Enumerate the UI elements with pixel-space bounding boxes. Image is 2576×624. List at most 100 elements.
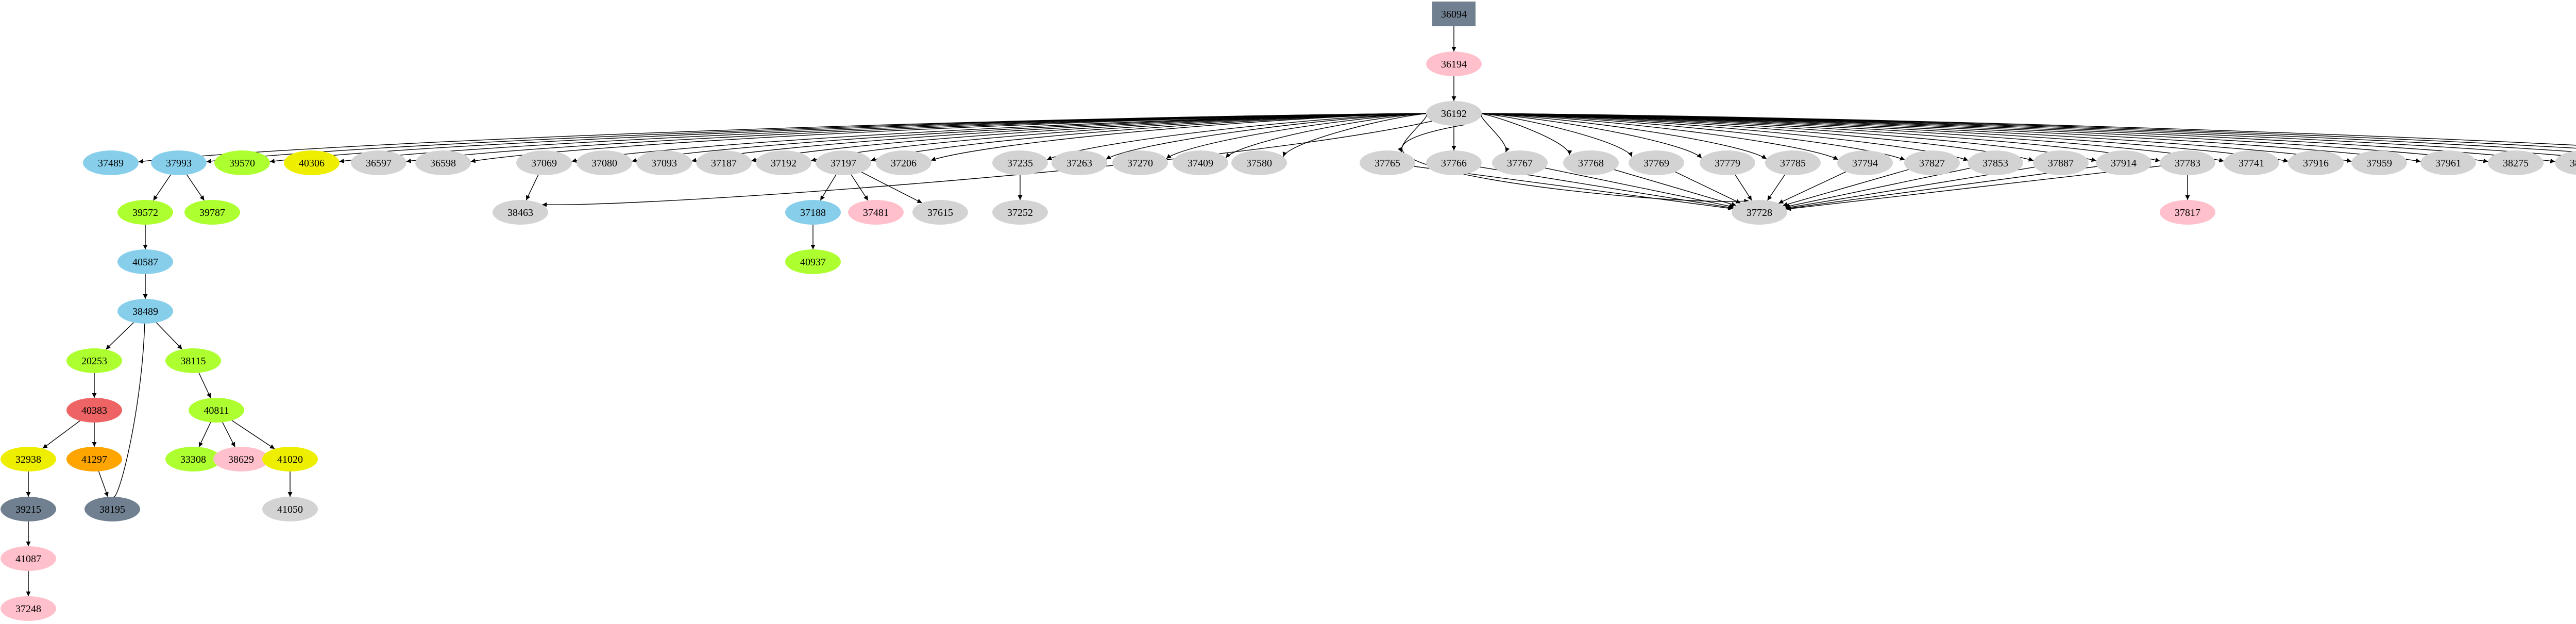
graph-node-37794[interactable]: 37794: [1837, 150, 1893, 175]
graph-node-37916[interactable]: 37916: [2288, 150, 2344, 175]
edge-37768-37728: [1614, 169, 1737, 207]
node-ellipse-shape: [2555, 150, 2576, 175]
graph-node-37580[interactable]: 37580: [1231, 150, 1287, 175]
node-ellipse-shape: [2351, 150, 2407, 175]
edge-36192-37206: [930, 113, 1427, 161]
graph-node-39215[interactable]: 39215: [1, 497, 56, 521]
graph-node-41050[interactable]: 41050: [262, 497, 318, 521]
edge-36192-37768: [1481, 113, 1572, 155]
node-label: 37197: [831, 158, 856, 169]
graph-node-37270[interactable]: 37270: [1112, 150, 1168, 175]
node-ellipse-shape: [117, 200, 173, 225]
graph-node-36094[interactable]: 36094: [1432, 2, 1476, 26]
graph-node-38195[interactable]: 38195: [84, 497, 140, 521]
graph-node-38489[interactable]: 38489: [117, 299, 173, 324]
graph-node-37817[interactable]: 37817: [2160, 200, 2215, 225]
graph-node-37779[interactable]: 37779: [1700, 150, 1755, 175]
graph-node-40937[interactable]: 40937: [785, 249, 841, 274]
graph-node-38629[interactable]: 38629: [213, 447, 269, 471]
graph-node-37993[interactable]: 37993: [151, 150, 207, 175]
graph-node-38463[interactable]: 38463: [493, 200, 548, 225]
graph-node-40306[interactable]: 40306: [284, 150, 340, 175]
graph-node-36192[interactable]: 36192: [1426, 101, 1482, 126]
graph-node-37080[interactable]: 37080: [577, 150, 632, 175]
graph-node-37192[interactable]: 37192: [756, 150, 811, 175]
graph-node-37093[interactable]: 37093: [636, 150, 692, 175]
graph-node-37785[interactable]: 37785: [1765, 150, 1821, 175]
graph-node-37263[interactable]: 37263: [1052, 150, 1107, 175]
graph-node-37767[interactable]: 37767: [1492, 150, 1548, 175]
graph-node-41087[interactable]: 41087: [1, 546, 56, 571]
graph-node-36597[interactable]: 36597: [351, 150, 406, 175]
edge-37069-38463: [526, 175, 539, 200]
node-ellipse-shape: [117, 249, 173, 274]
graph-node-37853[interactable]: 37853: [1968, 150, 2023, 175]
graph-node-37765[interactable]: 37765: [1360, 150, 1415, 175]
graph-node-37728[interactable]: 37728: [1732, 200, 1787, 225]
node-ellipse-shape: [214, 150, 270, 175]
node-label: 38195: [99, 504, 125, 515]
graph-node-37206[interactable]: 37206: [876, 150, 931, 175]
node-ellipse-shape: [1112, 150, 1168, 175]
graph-node-37914[interactable]: 37914: [2096, 150, 2151, 175]
node-label: 37767: [1507, 158, 1533, 169]
graph-node-37235[interactable]: 37235: [992, 150, 1048, 175]
graph-node-37481[interactable]: 37481: [848, 200, 904, 225]
graph-node-20253[interactable]: 20253: [66, 348, 122, 373]
node-box-shape: [1432, 2, 1476, 26]
graph-node-37187[interactable]: 37187: [696, 150, 752, 175]
graph-node-37615[interactable]: 37615: [912, 200, 968, 225]
edge-38489-38115: [156, 322, 183, 350]
graph-node-32938[interactable]: 32938: [1, 447, 56, 471]
graph-node-41020[interactable]: 41020: [262, 447, 318, 471]
graph-node-41297[interactable]: 41297: [66, 447, 122, 471]
graph-node-37766[interactable]: 37766: [1426, 150, 1482, 175]
graph-node-38115[interactable]: 38115: [165, 348, 221, 373]
edge-37993-39787: [186, 174, 205, 201]
graph-node-40811[interactable]: 40811: [189, 398, 244, 423]
graph-node-40587[interactable]: 40587: [117, 249, 173, 274]
node-label: 38629: [228, 454, 254, 465]
graph-node-37248[interactable]: 37248: [1, 596, 56, 621]
node-ellipse-shape: [83, 150, 139, 175]
edge-37785-37728: [1767, 174, 1786, 201]
graph-node-37827[interactable]: 37827: [1904, 150, 1960, 175]
graph-node-37783[interactable]: 37783: [2160, 150, 2215, 175]
graph-node-37887[interactable]: 37887: [2033, 150, 2089, 175]
graph-node-37768[interactable]: 37768: [1563, 150, 1619, 175]
graph-node-38275[interactable]: 38275: [2488, 150, 2544, 175]
graph-node-38309[interactable]: 38309: [2555, 150, 2576, 175]
node-ellipse-shape: [1173, 150, 1228, 175]
graph-node-33308[interactable]: 33308: [165, 447, 221, 471]
graph-node-37959[interactable]: 37959: [2351, 150, 2407, 175]
graph-node-37741[interactable]: 37741: [2224, 150, 2279, 175]
graph-node-37197[interactable]: 37197: [816, 150, 871, 175]
graph-node-37409[interactable]: 37409: [1173, 150, 1228, 175]
node-ellipse-shape: [756, 150, 811, 175]
graph-node-39572[interactable]: 39572: [117, 200, 173, 225]
graph-node-36194[interactable]: 36194: [1426, 52, 1482, 76]
node-ellipse-shape: [1426, 150, 1482, 175]
node-label: 37827: [1919, 158, 1945, 169]
graph-node-40383[interactable]: 40383: [66, 398, 122, 423]
node-ellipse-shape: [66, 447, 122, 471]
graph-node-37489[interactable]: 37489: [83, 150, 139, 175]
node-label: 37263: [1066, 158, 1092, 169]
node-ellipse-shape: [2488, 150, 2544, 175]
node-label: 20253: [81, 356, 107, 367]
graph-node-39570[interactable]: 39570: [214, 150, 270, 175]
node-label: 37252: [1007, 207, 1033, 218]
graph-node-36598[interactable]: 36598: [415, 150, 471, 175]
graph-node-37961[interactable]: 37961: [2420, 150, 2476, 175]
node-ellipse-shape: [213, 447, 269, 471]
node-ellipse-shape: [785, 200, 841, 225]
graph-node-37069[interactable]: 37069: [516, 150, 572, 175]
graph-node-37252[interactable]: 37252: [992, 200, 1048, 225]
graph-node-37188[interactable]: 37188: [785, 200, 841, 225]
node-label: 36194: [1441, 59, 1467, 70]
graph-node-39787[interactable]: 39787: [184, 200, 240, 225]
node-label: 37853: [1982, 158, 2008, 169]
graph-node-37769[interactable]: 37769: [1629, 150, 1684, 175]
